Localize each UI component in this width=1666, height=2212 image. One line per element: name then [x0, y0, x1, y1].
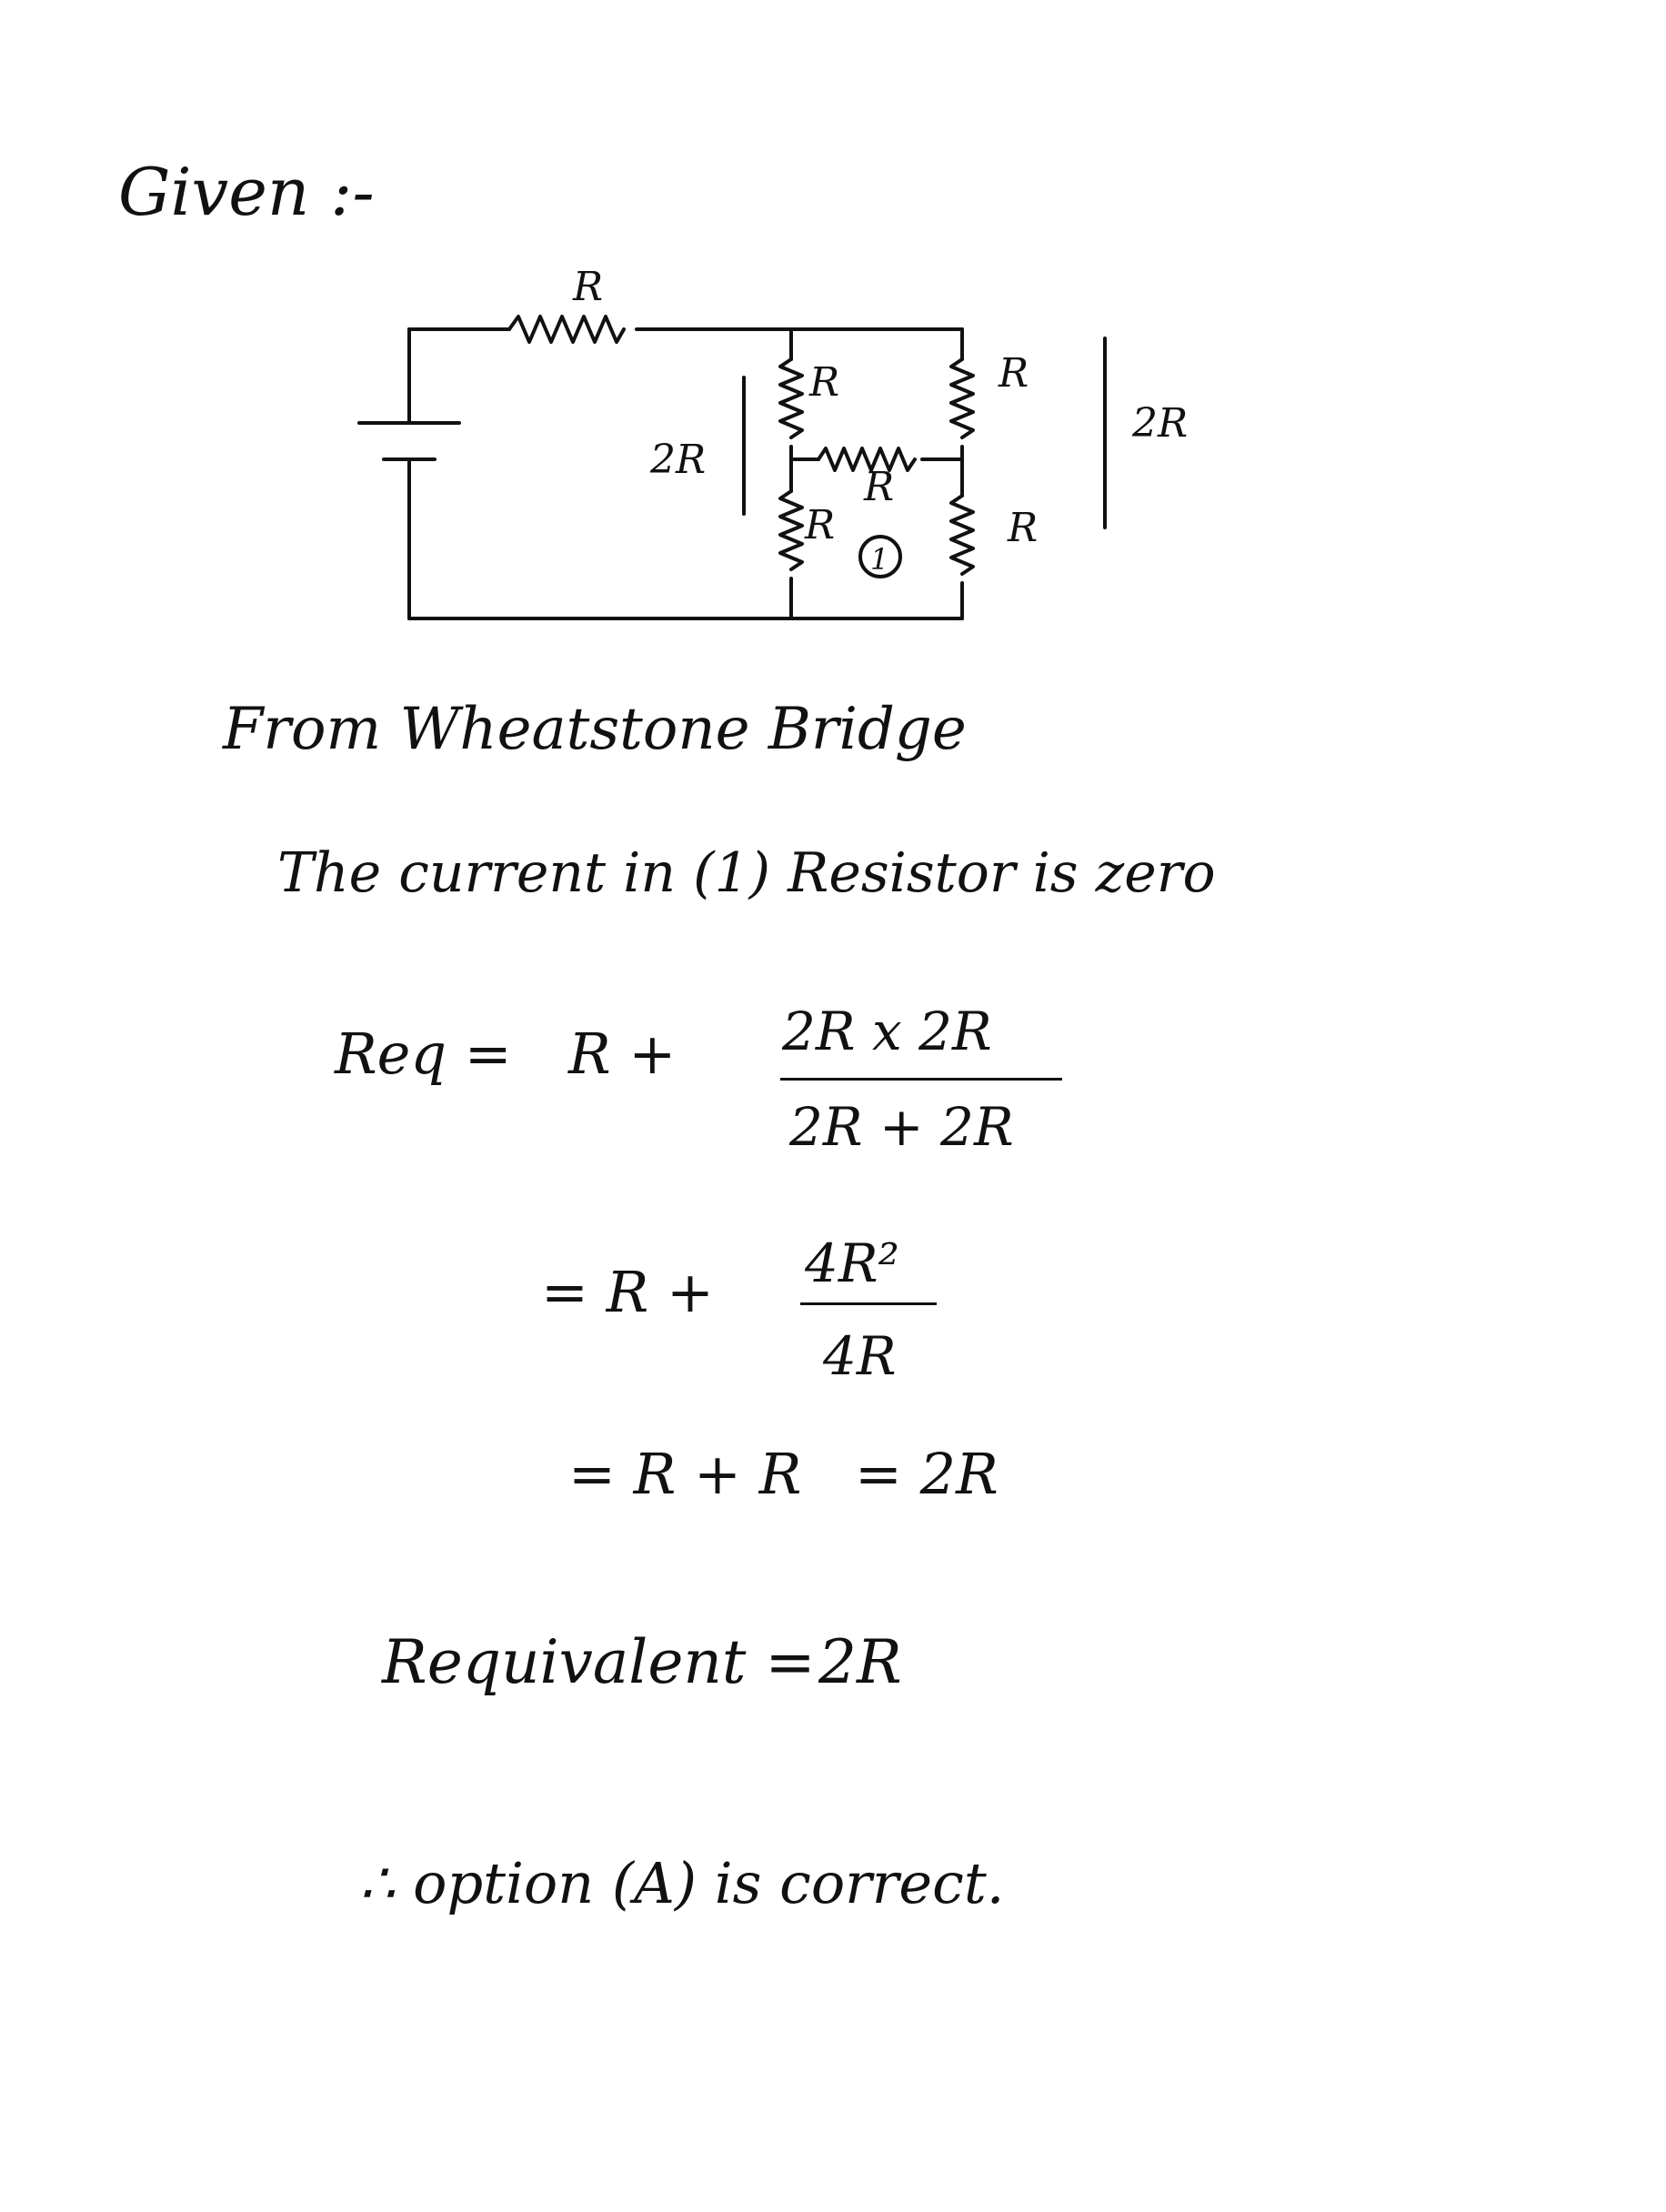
- label-lower-right: R: [1007, 505, 1038, 551]
- step3-lead: = R + R: [568, 1441, 802, 1507]
- statement-line-1: From Wheatstone Bridge: [223, 696, 967, 763]
- resistor-lower-right: [949, 494, 975, 576]
- step2-lead: = R +: [541, 1259, 714, 1325]
- requivalent-value: 2R: [818, 1627, 902, 1697]
- step3-result: = 2R: [855, 1441, 999, 1507]
- label-upper-right: R: [998, 350, 1029, 397]
- conclusion: ∴ option (A) is correct.: [359, 1850, 1005, 1916]
- resistor-lower-left: [778, 489, 804, 571]
- resistor-upper-left: [778, 357, 804, 439]
- label-left-parallel: 2R: [649, 437, 706, 483]
- req-lhs: Req =: [335, 1021, 512, 1087]
- battery-icon: [357, 421, 461, 461]
- resistor-top-series: [507, 315, 626, 344]
- resistor-upper-right: [949, 357, 975, 439]
- label-bridge-marker: 1: [870, 542, 888, 577]
- label-top-series: R: [572, 264, 603, 310]
- fraction-bar-1: [780, 1078, 1062, 1081]
- bridge-marker-circle: [858, 535, 902, 578]
- statement-line-2: The current in (1) Resistor is zero: [277, 841, 1216, 905]
- circuit-diagram: R R R 2R 2R R R R 1: [357, 264, 1188, 620]
- heading-given: Given :-: [118, 154, 375, 230]
- label-lower-left: R: [804, 502, 835, 548]
- step1-lead: R +: [568, 1021, 677, 1087]
- step2-denominator: 4R: [823, 1325, 897, 1387]
- label-bridge: R: [863, 464, 894, 510]
- step1-denominator: 2R + 2R: [789, 1096, 1014, 1158]
- requivalent-label: Requivalent =: [382, 1627, 816, 1697]
- label-upper-left: R: [808, 359, 839, 406]
- step1-numerator: 2R x 2R: [782, 1000, 992, 1062]
- resistor-bridge: [817, 447, 917, 472]
- fraction-bar-2: [800, 1302, 937, 1305]
- label-right-parallel: 2R: [1131, 400, 1188, 447]
- step2-numerator: 4R²: [805, 1232, 899, 1294]
